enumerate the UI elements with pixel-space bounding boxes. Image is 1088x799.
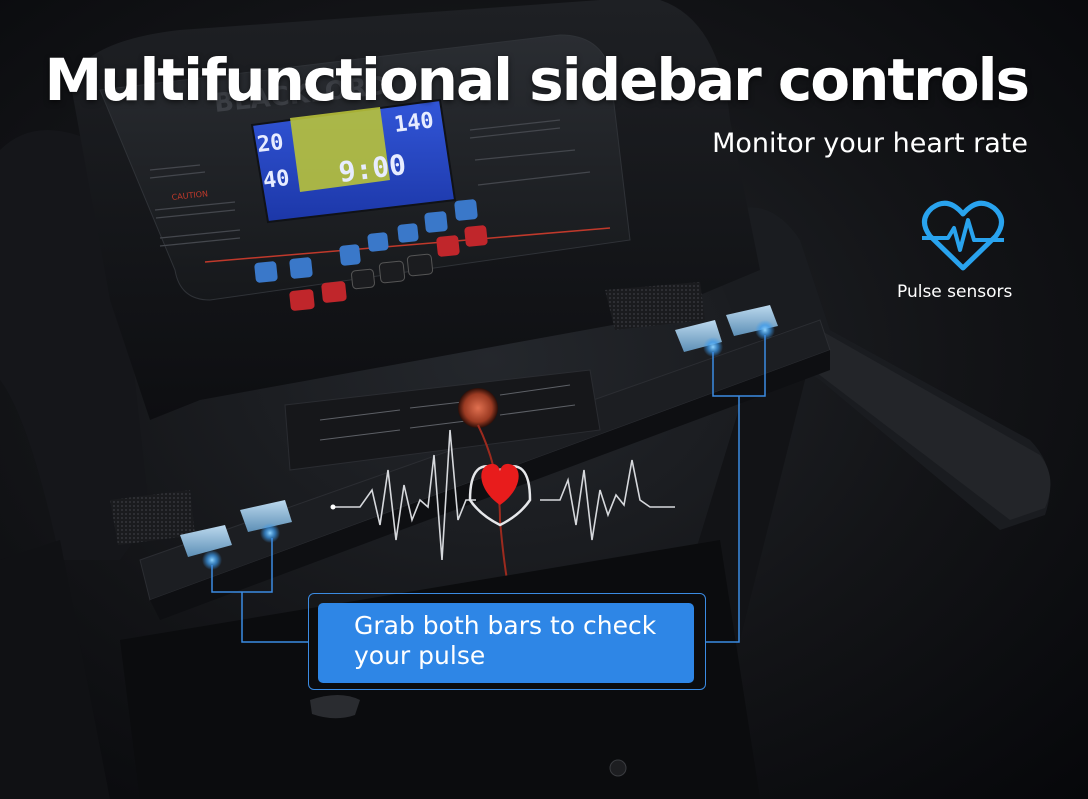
- right-handle-grip: [800, 330, 1051, 520]
- console-red-line: [204, 227, 611, 263]
- left-frame-leg: [0, 540, 110, 799]
- console-instructions: [149, 119, 591, 247]
- callout-box: Grab both bars to check your pulse: [318, 603, 694, 683]
- subheadline: Monitor your heart rate: [712, 128, 1028, 159]
- heart-pulse-icon: [922, 200, 1004, 271]
- lcd-value-4: 9:00: [337, 148, 408, 189]
- callout-connectors: [211, 335, 766, 643]
- heartbeat-dot: [330, 504, 336, 510]
- speaker-right: [605, 282, 705, 330]
- heart-icon: [481, 463, 519, 505]
- speaker-left: [110, 490, 195, 545]
- program-panel: [284, 369, 601, 471]
- lcd-value-1: 20: [256, 130, 285, 158]
- lcd-dot-matrix: [290, 107, 390, 192]
- heartbeat-line-right: [540, 459, 675, 541]
- pulse-sensors-label: Pulse sensors: [897, 282, 1013, 302]
- console-buttons: [254, 199, 488, 311]
- callout-text: Grab both bars to check your pulse: [354, 611, 657, 670]
- headline: Multifunctional sidebar controls: [44, 46, 1030, 114]
- deck-knob: [609, 759, 627, 777]
- center-pulse-sensor: [458, 388, 498, 428]
- caution-label: CAUTION: [171, 189, 208, 202]
- heartbeat-line-left: [332, 429, 476, 561]
- right-pulse-sensors: [675, 305, 778, 357]
- deck-clip: [310, 695, 360, 719]
- heart-outline: [468, 465, 532, 527]
- lcd-value-2: 140: [393, 108, 436, 138]
- left-pulse-sensors: [180, 500, 292, 570]
- callout-frame: [308, 593, 706, 690]
- lcd-value-3: 40: [262, 166, 291, 194]
